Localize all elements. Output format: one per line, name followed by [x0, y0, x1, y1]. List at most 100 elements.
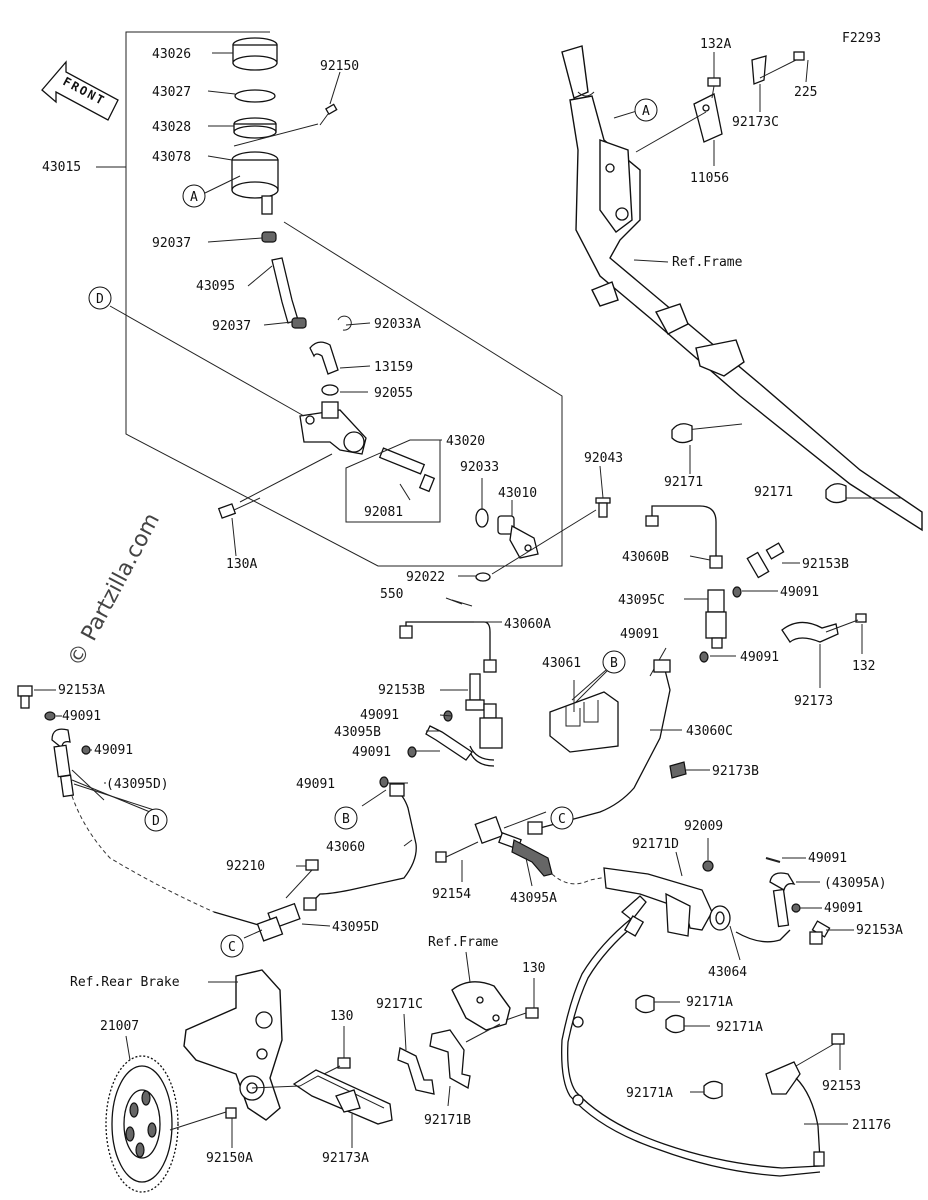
- ref-circle-A: A: [182, 184, 206, 208]
- svg-text:C: C: [228, 940, 236, 955]
- washer-92022-icon: [475, 572, 491, 582]
- part-label-92171A-2: 92171A: [716, 1020, 763, 1035]
- circlip-icon: [337, 315, 352, 331]
- bolt-130A-icon: [217, 497, 261, 519]
- clamp-92171-lower-icon: [825, 483, 847, 504]
- part-label-92171C: 92171C: [376, 997, 423, 1012]
- bolt-92154-icon: [435, 841, 479, 863]
- diaphragm-icon: [233, 117, 277, 139]
- rear-brake-bracket-icon: [183, 969, 283, 1121]
- pipe-fitting-43060B-top-icon: [645, 515, 659, 527]
- part-label-92033A: 92033A: [374, 317, 421, 332]
- screw-225-icon: [759, 51, 805, 79]
- part-label-43095C: 43095C: [618, 593, 665, 608]
- part-label-43060: 43060: [326, 840, 365, 855]
- brake-switch-43095B-icon: [469, 703, 503, 767]
- part-label-49091-r2: 49091: [620, 627, 659, 642]
- bolt-92150-icon: [319, 103, 338, 126]
- part-label-49091-r1: 49091: [780, 585, 819, 600]
- bolt-132-icon: [825, 613, 867, 633]
- ref-circle-D2: D: [144, 808, 168, 832]
- pipe-fitting-43060C-top-icon: [653, 659, 671, 673]
- part-label-43015: 43015: [42, 160, 81, 175]
- part-label-43010: 43010: [498, 486, 537, 501]
- nut-92210-icon: [305, 859, 319, 871]
- ref-frame-top: Ref.Frame: [672, 255, 743, 270]
- reservoir-cap-icon: [232, 37, 278, 71]
- part-label-550: 550: [380, 587, 403, 602]
- part-label-92171A-1: 92171A: [686, 995, 733, 1010]
- ref-rear-brake: Ref.Rear Brake: [70, 975, 180, 990]
- pipe-fitting-43060C-bottom-icon: [527, 821, 543, 835]
- washer-49091-br2-icon: [791, 903, 801, 913]
- pipe-fitting-43060-top-icon: [389, 783, 405, 797]
- leader-lines-lower-right: [654, 838, 854, 1125]
- part-label-43095D: 43095D: [332, 920, 379, 935]
- leader-lines-bottom-left: [125, 981, 353, 1148]
- ref-circle-A2: A: [634, 98, 658, 122]
- part-label-92171-upper: 92171: [664, 475, 703, 490]
- part-label-21176: 21176: [852, 1118, 891, 1133]
- clamp-92171A-2-icon: [665, 1014, 685, 1034]
- leader-lines-mid-lower: [403, 951, 535, 1107]
- part-label-225: 225: [794, 85, 817, 100]
- leader-lines-left: [34, 689, 331, 939]
- elbow-fitting-icon: [309, 341, 339, 375]
- brake-hose-43095B-icon: [425, 725, 473, 761]
- o-ring-icon: [321, 384, 339, 396]
- ref-frame-mid: Ref.Frame: [428, 935, 499, 950]
- part-label-92173: 92173: [794, 694, 833, 709]
- union-bolt-92153A-left-icon: [17, 685, 33, 709]
- svg-text:D: D: [152, 814, 160, 829]
- pipe-fitting-43060-bottom-icon: [303, 897, 317, 911]
- svg-text:B: B: [610, 656, 618, 671]
- part-label-49091-l1: 49091: [62, 709, 101, 724]
- frame-bracket-mid-icon: [451, 981, 511, 1031]
- hose-curve-right-icon: [735, 929, 791, 943]
- part-label-92153A-left: 92153A: [58, 683, 105, 698]
- bolt-130-mid-icon: [505, 1007, 539, 1021]
- part-label-92171B: 92171B: [424, 1113, 471, 1128]
- abs-sensor-21176-icon: [765, 1061, 825, 1167]
- part-label-43095D-paren: (43095D): [106, 777, 169, 792]
- part-label-92055: 92055: [374, 386, 413, 401]
- ref-circle-B2: B: [334, 806, 358, 830]
- ref-circle-C: C: [550, 806, 574, 830]
- bolt-92009-icon: [702, 860, 714, 872]
- part-label-92210: 92210: [226, 859, 265, 874]
- washer-49091-r1-icon: [732, 586, 742, 598]
- part-label-92022: 92022: [406, 570, 445, 585]
- part-label-49091-m3: 49091: [296, 777, 335, 792]
- brake-hose-43095D-icon: [71, 795, 215, 913]
- washer-49091-l2-icon: [81, 745, 91, 755]
- reservoir-hose-icon: [271, 257, 299, 324]
- diaphragm-plate-icon: [234, 89, 276, 103]
- part-labels: 43026 43027 43028 43078 43015 92150 9203…: [42, 37, 903, 1166]
- pushrod-icon: [378, 447, 436, 493]
- part-label-43095A-paren: (43095A): [824, 876, 887, 891]
- ref-circle-B: B: [602, 650, 626, 674]
- leader-lines-frame: [613, 52, 902, 499]
- leader-lines-center: [361, 599, 710, 847]
- brake-hose-43095A-right-icon: [769, 872, 796, 928]
- part-label-49091-m1: 49091: [360, 708, 399, 723]
- svg-text:A: A: [190, 190, 198, 205]
- part-label-92081: 92081: [364, 505, 403, 520]
- reservoir-tank-icon: [231, 151, 279, 215]
- part-label-92037-upper: 92037: [152, 236, 191, 251]
- watermark: © Partzilla.com: [63, 509, 165, 671]
- figure-code: F2293: [842, 31, 881, 46]
- clamp-92171A-3-icon: [703, 1080, 723, 1100]
- part-label-43060B: 43060B: [622, 550, 669, 565]
- part-label-43064: 43064: [708, 965, 747, 980]
- svg-text:A: A: [642, 104, 650, 119]
- washer-49091-br1-icon: [765, 857, 781, 863]
- union-bolt-92153A-right-icon: [809, 920, 831, 945]
- brake-pipe-43060-icon: [311, 789, 417, 903]
- part-label-43078: 43078: [152, 150, 191, 165]
- part-label-43095B: 43095B: [334, 725, 381, 740]
- part-label-92150: 92150: [320, 59, 359, 74]
- leader-lines-top-left: [109, 52, 604, 577]
- part-label-43060A: 43060A: [504, 617, 551, 632]
- clamp-92037-lower-icon: [291, 317, 307, 329]
